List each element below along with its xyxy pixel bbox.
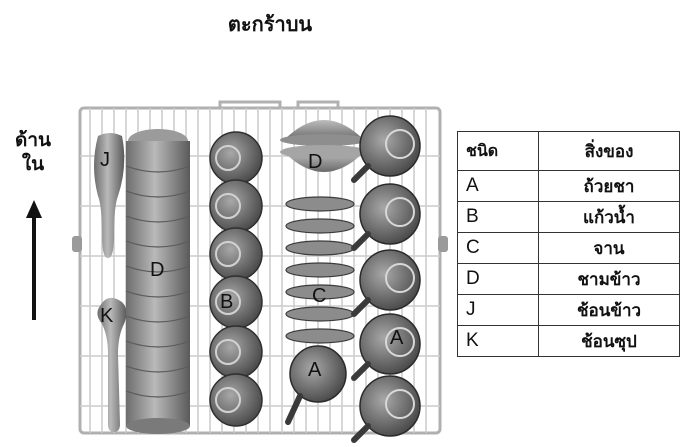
legend-table: ชนิด สิ่งของ A ถ้วยชา B แก้วน้ำ C จาน D … [457, 131, 680, 357]
legend-header-row: ชนิด สิ่งของ [457, 131, 680, 171]
legend-key: J [457, 294, 539, 326]
label-b: B [220, 291, 233, 313]
rice-spoon-j [94, 133, 125, 258]
legend-row: B แก้วน้ำ [457, 201, 680, 233]
arrow-up-icon [26, 200, 42, 320]
label-c: C [312, 285, 326, 307]
plates-column-c [285, 196, 355, 344]
legend-header-item: สิ่งของ [538, 131, 680, 171]
legend-row: J ช้อนข้าว [457, 294, 680, 326]
legend-key: C [457, 232, 539, 264]
label-d-stack: D [150, 259, 164, 281]
legend-item: ช้อนซุป [538, 325, 680, 357]
legend-row: C จาน [457, 232, 680, 264]
label-a-right: A [390, 327, 404, 349]
label-d-top: D [308, 151, 322, 173]
legend-key: D [457, 263, 539, 295]
inner-side-text: ด้าน ใน [15, 129, 51, 175]
legend-item: ชามข้าว [538, 263, 680, 295]
legend-row: A ถ้วยชา [457, 170, 680, 202]
label-k: K [100, 305, 114, 327]
inner-side-label: ด้าน ใน [8, 128, 58, 176]
legend-key: K [457, 325, 539, 357]
soup-spoon-k [97, 297, 127, 432]
legend-header-type: ชนิด [457, 131, 539, 171]
rack-frame [78, 100, 442, 435]
legend-key: B [457, 201, 539, 233]
page-title: ตะกร้าบน [227, 12, 313, 36]
legend-row: K ช้อนซุป [457, 325, 680, 357]
label-j: J [100, 149, 110, 171]
legend-item: ถ้วยชา [538, 170, 680, 202]
upper-basket-diagram: J K D B D C A A [72, 100, 448, 443]
bowl-stack-d [125, 129, 191, 434]
rack-side-clips [72, 236, 448, 252]
glasses-column-b [209, 131, 263, 427]
legend-item: ช้อนข้าว [538, 294, 680, 326]
legend-item: แก้วน้ำ [538, 201, 680, 233]
legend-item: จาน [538, 232, 680, 264]
top-bowls-d [280, 120, 368, 172]
label-a-bottom: A [308, 359, 322, 381]
legend-row: D ชามข้าว [457, 263, 680, 295]
legend-key: A [457, 170, 539, 202]
teacup-a-middle [285, 345, 347, 425]
